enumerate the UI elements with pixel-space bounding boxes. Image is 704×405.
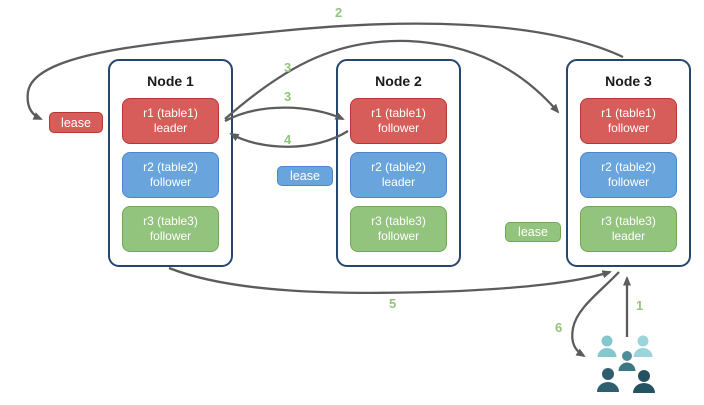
node-1-replica-r3: r3 (table3) follower — [122, 206, 219, 252]
replica-name: r3 (table3) — [601, 214, 656, 228]
replica-name: r2 (table2) — [601, 160, 656, 174]
node-2-title: Node 2 — [375, 73, 422, 89]
replica-role: leader — [381, 175, 416, 189]
arrow-step-6-node3-to-users — [571, 271, 620, 358]
node-1-replica-r1: r1 (table1) leader — [122, 98, 219, 144]
replica-name: r3 (table3) — [143, 214, 198, 228]
replica-name: r3 (table3) — [371, 214, 426, 228]
node-1-title: Node 1 — [147, 73, 194, 89]
step-label-5: 5 — [389, 296, 397, 311]
replica-name: r1 (table1) — [371, 106, 426, 120]
replica-name: r1 (table1) — [143, 106, 198, 120]
node-3: Node 3 r1 (table1) follower r2 (table2) … — [566, 59, 691, 267]
step-label-1: 1 — [636, 298, 644, 313]
replica-role: leader — [153, 121, 188, 135]
lease-badge-red: lease — [49, 112, 103, 133]
replica-name: r1 (table1) — [601, 106, 656, 120]
users-icon — [597, 335, 655, 393]
replica-role: follower — [377, 229, 420, 243]
replica-name: r2 (table2) — [143, 160, 198, 174]
node-2-replica-r3: r3 (table3) follower — [350, 206, 447, 252]
node-2: Node 2 r1 (table1) follower r2 (table2) … — [336, 59, 461, 267]
step-label-2: 2 — [335, 5, 343, 20]
node-2-replica-r2: r2 (table2) leader — [350, 152, 447, 198]
replica-name: r2 (table2) — [371, 160, 426, 174]
node-3-title: Node 3 — [605, 73, 652, 89]
arrow-step-5-node1-to-node3 — [168, 266, 612, 295]
step-label-3-lower: 3 — [284, 89, 292, 104]
replica-role: follower — [149, 175, 192, 189]
replica-role: leader — [611, 229, 646, 243]
node-3-replica-r2: r2 (table2) follower — [580, 152, 677, 198]
replica-role: follower — [607, 175, 650, 189]
node-2-replica-r1: r1 (table1) follower — [350, 98, 447, 144]
replica-role: follower — [607, 121, 650, 135]
node-3-replica-r1: r1 (table1) follower — [580, 98, 677, 144]
arrow-step-3-leader-to-node2-follower — [224, 106, 345, 123]
node-1-replica-r2: r2 (table2) follower — [122, 152, 219, 198]
node-3-replica-r3: r3 (table3) leader — [580, 206, 677, 252]
replica-role: follower — [149, 229, 192, 243]
step-label-4: 4 — [284, 132, 292, 147]
lease-badge-green: lease — [505, 222, 561, 242]
step-label-6: 6 — [555, 320, 563, 335]
node-1: Node 1 r1 (table1) leader r2 (table2) fo… — [108, 59, 233, 267]
lease-badge-blue: lease — [277, 166, 333, 186]
step-label-3-upper: 3 — [284, 60, 292, 75]
replica-role: follower — [377, 121, 420, 135]
